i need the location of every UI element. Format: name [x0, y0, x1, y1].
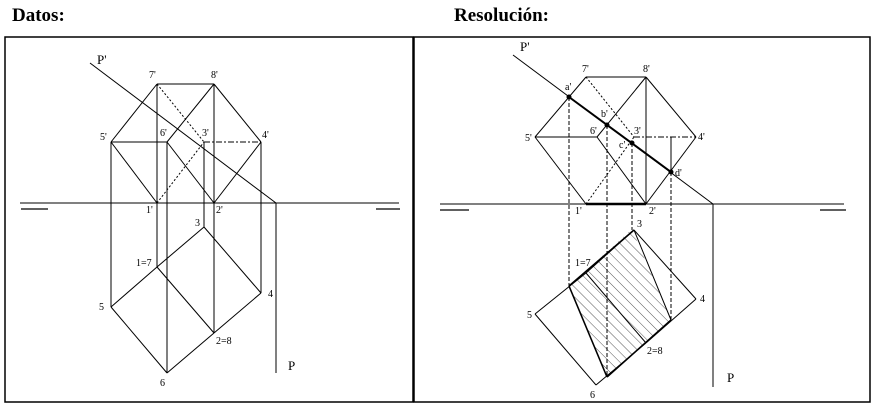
section-edge	[568, 229, 635, 287]
hidden-edge	[156, 83, 205, 143]
right-label-p5v: 5'	[525, 133, 532, 144]
right-label-p6: 6	[590, 390, 595, 401]
section-edge	[606, 319, 672, 378]
left-label-p8v: 8'	[211, 70, 218, 81]
plan-edge	[156, 226, 205, 268]
left-label-p2v: 2'	[216, 205, 223, 216]
plan-edge	[110, 306, 168, 374]
right-label-av: a'	[565, 82, 571, 93]
elevation-edge	[534, 76, 587, 138]
left-label-p4v: 4'	[262, 130, 269, 141]
left-label-p1v: 1'	[146, 205, 153, 216]
title-resolucion: Resolución:	[454, 5, 549, 26]
elevation-edge	[534, 136, 587, 205]
elevation-edge	[596, 136, 647, 205]
left-label-p6v: 6'	[160, 128, 167, 139]
hidden-edge	[156, 141, 205, 204]
right-label-bv: b'	[601, 109, 608, 120]
plan-edge	[213, 292, 262, 334]
right-frame	[413, 36, 871, 403]
right-label-p6v: 6'	[590, 126, 597, 137]
elevation-edge	[110, 141, 158, 204]
plane-trace-vertical	[89, 62, 277, 204]
elevation-edge	[110, 83, 158, 143]
left-label-p5v: 5'	[100, 132, 107, 143]
left-label-p5: 5	[99, 302, 104, 313]
left-label-p6: 6	[160, 378, 165, 389]
right-label-p28: 2=8	[647, 346, 663, 357]
left-plane-label-horizontal: P	[288, 358, 295, 373]
section-point-d	[668, 169, 674, 175]
elevation-edge	[596, 76, 647, 138]
hidden-edge	[585, 76, 635, 138]
section-edge	[568, 285, 608, 378]
plan-edge	[585, 272, 647, 344]
left-label-p7v: 7'	[149, 70, 156, 81]
right-label-cv: c'	[619, 140, 625, 151]
left-label-p17: 1=7	[136, 258, 152, 269]
plan-edge	[110, 266, 158, 308]
right-label-p8v: 8'	[643, 64, 650, 75]
right-label-p3: 3	[637, 219, 642, 230]
section-edge	[633, 229, 672, 321]
section-point-a	[566, 94, 572, 100]
left-label-p4: 4	[268, 289, 273, 300]
left-frame	[4, 36, 414, 403]
right-label-p5: 5	[527, 310, 532, 321]
left-label-p3: 3	[195, 218, 200, 229]
right-label-p7v: 7'	[582, 64, 589, 75]
right-plane-label-horizontal: P	[727, 370, 734, 385]
elevation-edge	[213, 83, 262, 143]
right-label-p17: 1=7	[575, 258, 591, 269]
plan-edge	[156, 266, 215, 334]
left-label-p28: 2=8	[216, 336, 232, 347]
right-label-p4: 4	[700, 294, 705, 305]
elevation-edge	[645, 76, 697, 138]
plan-edge	[633, 229, 697, 300]
right-plane-label-vertical: P'	[520, 39, 530, 54]
left-label-p3v: 3'	[202, 128, 209, 139]
plan-edge	[534, 272, 587, 315]
right-label-dv: d'	[675, 168, 682, 179]
title-datos: Datos:	[12, 5, 65, 26]
hidden-edge	[585, 136, 635, 205]
section-trace	[568, 96, 672, 173]
left-plane-label-vertical: P'	[97, 52, 107, 67]
elevation-edge	[213, 141, 262, 204]
elevation-edge	[166, 141, 215, 204]
plan-edge	[203, 226, 262, 294]
plan-edge	[534, 313, 597, 386]
plan-edge	[166, 332, 215, 374]
right-label-p2v: 2'	[649, 206, 656, 217]
section-point-c	[629, 140, 635, 146]
elevation-edge	[166, 83, 215, 143]
right-label-p3v: 3'	[634, 126, 641, 137]
right-label-p1v: 1'	[575, 206, 582, 217]
right-label-p4v: 4'	[698, 132, 705, 143]
section-point-b	[604, 122, 610, 128]
